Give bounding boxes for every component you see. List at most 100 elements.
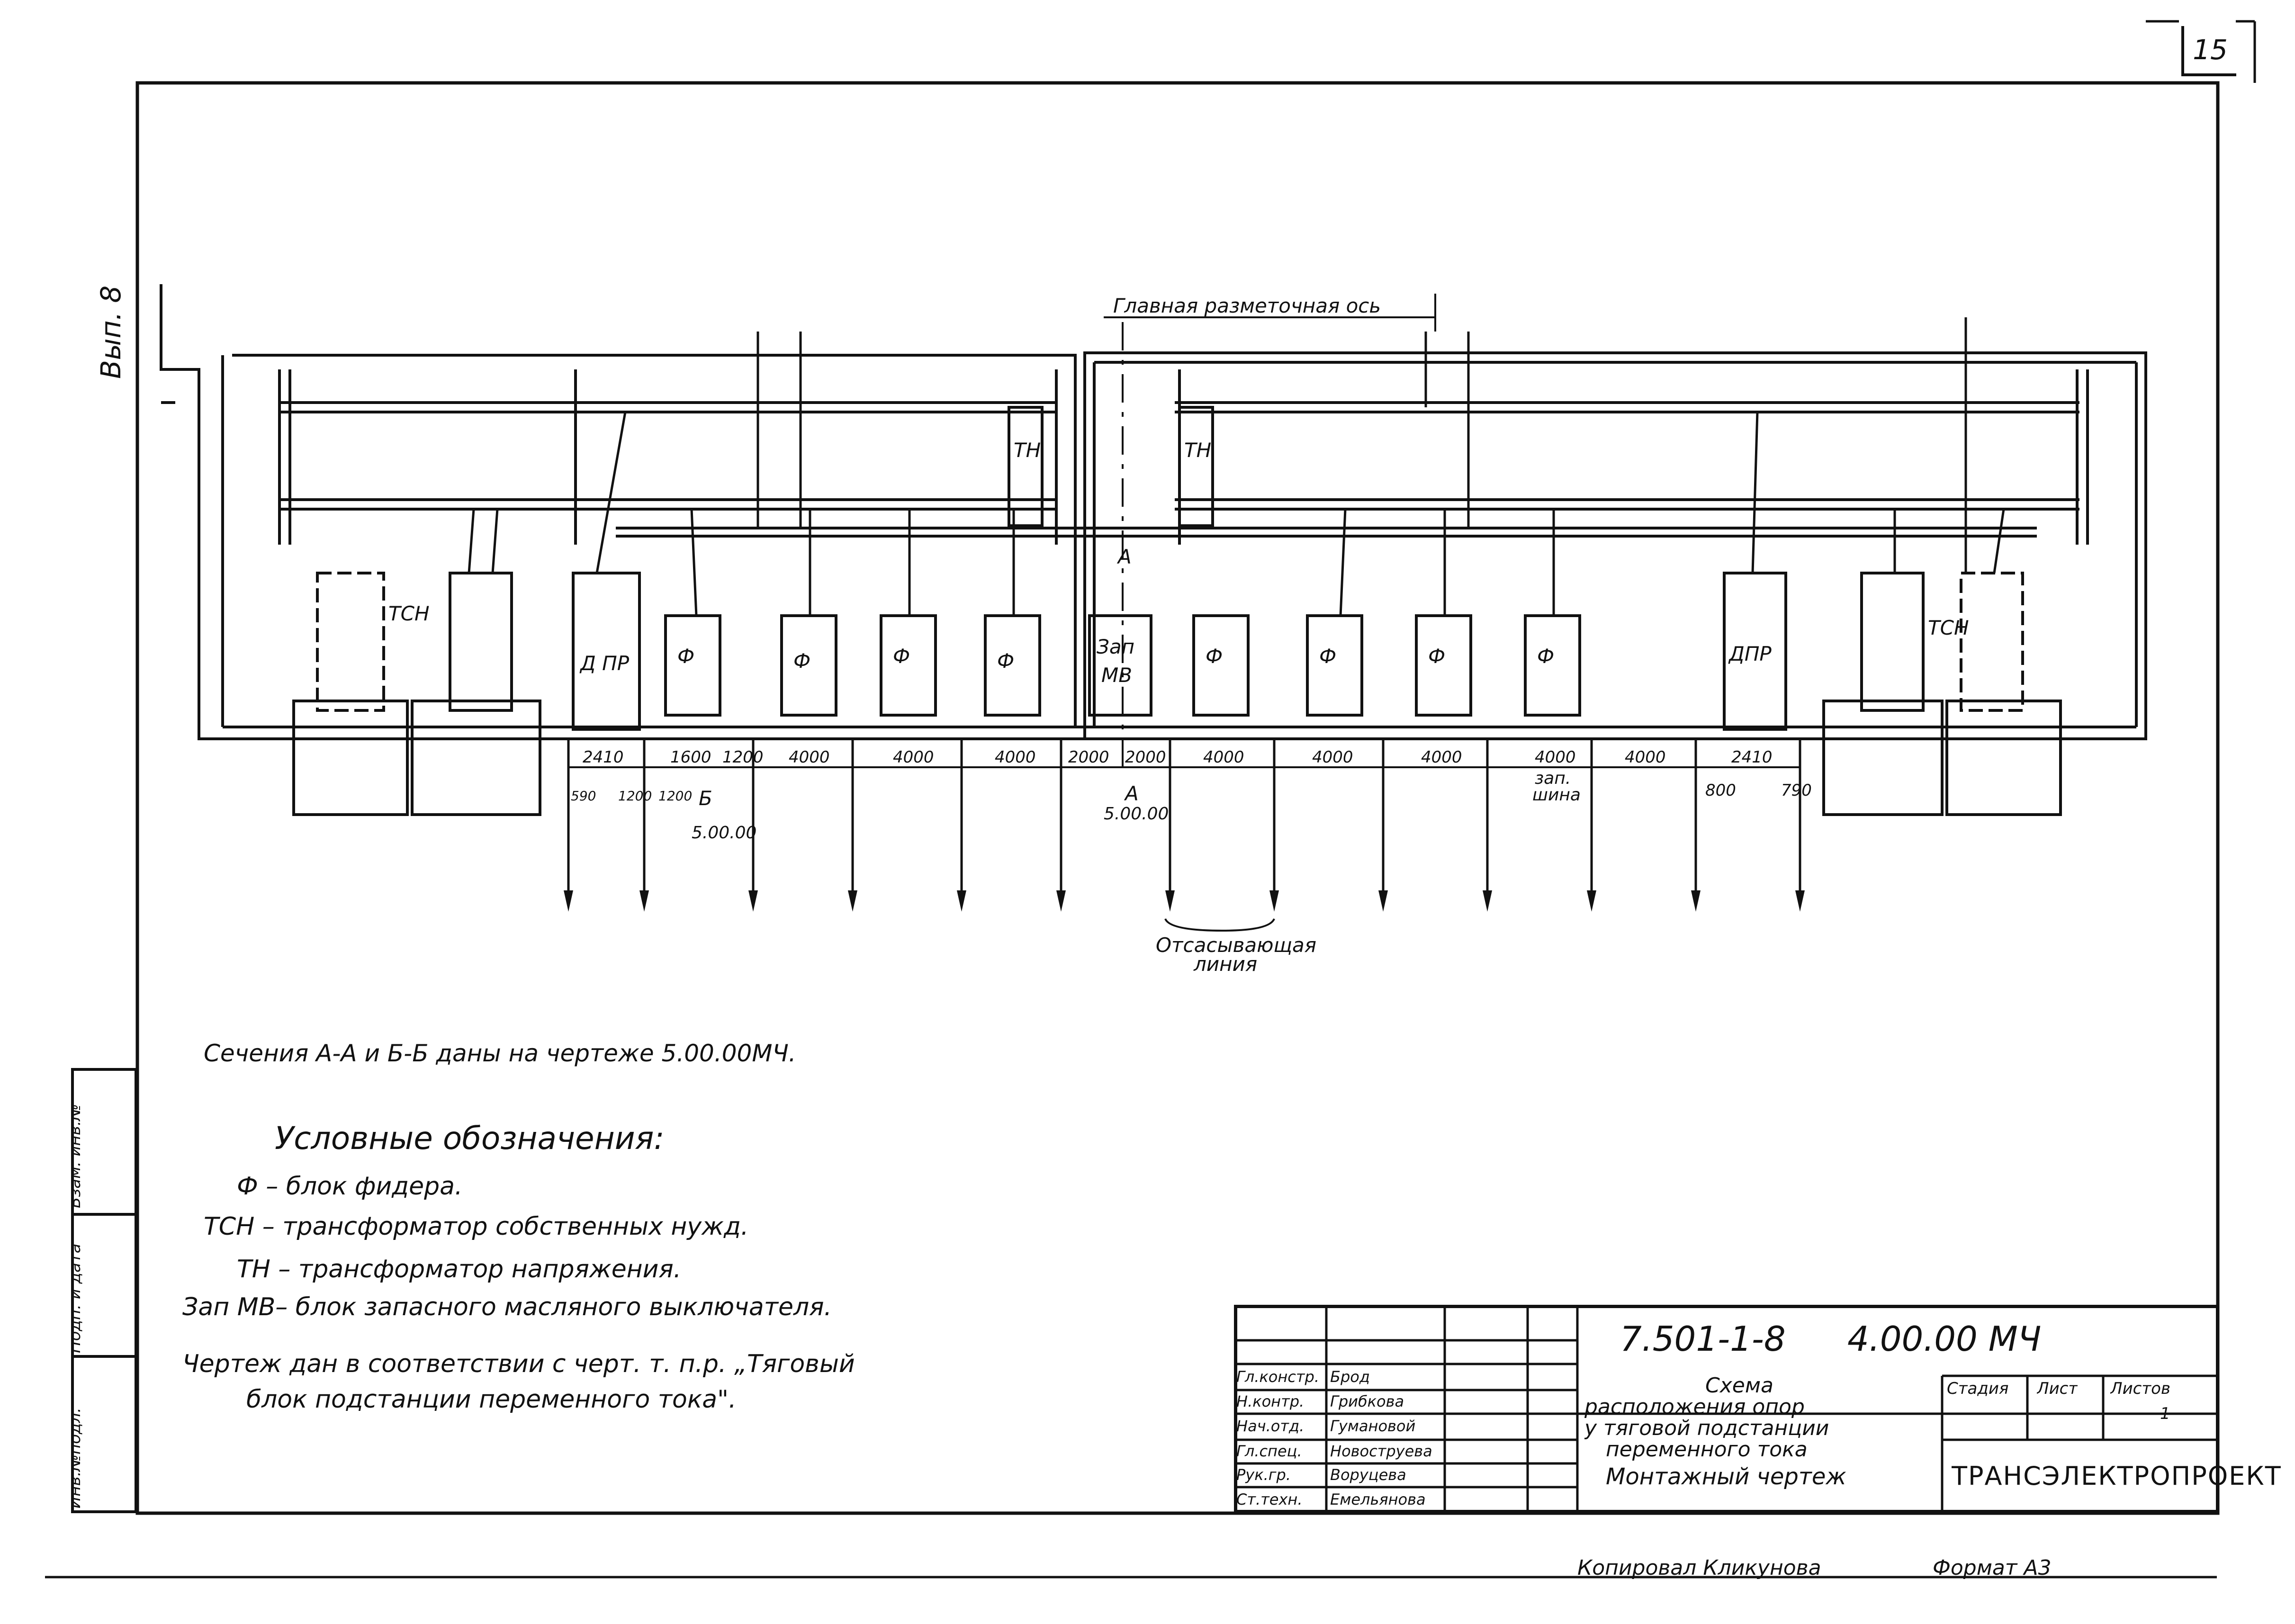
feeder-label: Ф: [1206, 645, 1223, 668]
dim-label: 4000: [995, 748, 1036, 767]
blocks: [292, 406, 2062, 816]
suction-label-2: линия: [1193, 952, 1257, 976]
tb-stage-label: Стадия: [1947, 1379, 2009, 1398]
dpr-right-block: [1723, 572, 1787, 731]
foundation-right-2: [1945, 700, 2062, 816]
drawing-note-1: Чертеж дан в соответствии с черт. т. п.р…: [182, 1350, 855, 1378]
feeder-label: Ф: [1319, 645, 1336, 668]
section-b-ref: 5.00.00: [692, 823, 756, 843]
suction-label-1: Отсасывающая: [1156, 933, 1316, 957]
tb-title-line: Монтажный чертеж: [1606, 1463, 1846, 1490]
tb-signer-role: Нач.отд.: [1236, 1417, 1305, 1435]
tsn-block-right: [1860, 572, 1925, 712]
dim-label: 4000: [893, 748, 934, 767]
feeder-block: [664, 614, 721, 717]
axis-label: Главная разметочная ось: [1113, 294, 1381, 317]
tb-sheet-label: Лист: [2037, 1379, 2078, 1398]
tn-stand-right: [1178, 406, 1214, 527]
tsn-label-right: ТСН: [1928, 616, 1969, 639]
tb-signer-role: Гл.спец.: [1236, 1442, 1302, 1460]
feeder-drops: [468, 317, 2005, 616]
feeder-block: [1306, 614, 1363, 717]
zap-mv-label-1: Зап: [1097, 635, 1134, 658]
dpr-right-label: ДПР: [1728, 642, 1772, 665]
tb-title-line: переменного тока: [1606, 1437, 1808, 1462]
feeder-label: Ф: [893, 645, 910, 668]
tn-label-right: ТН: [1184, 439, 1211, 462]
tb-sheets-value: 1: [2160, 1404, 2170, 1423]
tb-title-line: Схема: [1705, 1373, 1773, 1398]
dpr-left-block: [572, 572, 641, 731]
foundation-right-1: [1822, 700, 1944, 816]
side-cell: Взам. инв.№: [74, 1071, 135, 1213]
tb-title-line: расположения опор: [1584, 1395, 1805, 1419]
dim-label: 2000: [1068, 748, 1109, 767]
format-label: Формат А3: [1933, 1556, 2052, 1580]
dim-label: 2410: [583, 748, 624, 767]
side-cell-label: Подп. и дата: [74, 1243, 84, 1353]
feeder-label: Ф: [997, 649, 1014, 673]
tsn-label-left: ТСН: [388, 602, 430, 625]
legend-item: Ф – блок фидера.: [237, 1172, 463, 1201]
sheet-frame: [135, 81, 2220, 1515]
side-cell-label: Взам. инв.№: [74, 1104, 84, 1208]
legend-item: ТСН – трансформатор собственных нужд.: [204, 1212, 749, 1241]
subdim-label: 790: [1781, 781, 1812, 800]
tb-signer-role: Ст.техн.: [1236, 1490, 1303, 1508]
section-a-ref: 5.00.00: [1104, 804, 1169, 824]
suction-bracket: [1164, 918, 1275, 932]
dim-label: 4000: [1203, 748, 1244, 767]
tb-code: 7.501-1-8: [1620, 1319, 1786, 1359]
zap-mv-label-2: МВ: [1101, 664, 1132, 687]
zap-mv-block: [1088, 614, 1152, 717]
tb-signer-role: Гл.констр.: [1236, 1368, 1319, 1386]
dim-label: 4000: [1625, 748, 1666, 767]
tb-signer-name: Брод: [1330, 1368, 1370, 1386]
side-cell: Подп. и дата: [74, 1213, 135, 1358]
section-a-mark: А: [1116, 545, 1132, 568]
feeder-label: Ф: [793, 649, 810, 673]
dim-label: 4000: [1421, 748, 1462, 767]
diagram-labels: Главная разметочная ось Отсасывающая лин…: [388, 294, 1969, 976]
title-block: [1234, 1305, 2219, 1513]
feeder-label: Ф: [677, 645, 694, 668]
sheet-number: 15: [2181, 26, 2236, 76]
legend-item: Зап МВ– блок запасного масляного выключа…: [182, 1293, 832, 1321]
sections-note: Сечения А-А и Б-Б даны на чертеже 5.00.0…: [204, 1040, 796, 1067]
tb-signer-role: Н.контр.: [1236, 1392, 1305, 1410]
tb-signer-role: Рук.гр.: [1236, 1466, 1291, 1484]
dim-label: 2410: [1731, 748, 1773, 767]
tb-signer-name: Воруцева: [1330, 1466, 1406, 1484]
dim-label: 4000: [789, 748, 830, 767]
tsn-block-left-2: [449, 572, 513, 712]
feeder-block: [1192, 614, 1250, 717]
zap-shina-label-2: шина: [1532, 785, 1581, 805]
dim-label: 1200: [722, 748, 764, 767]
tn-stand-left: [1008, 406, 1044, 527]
tb-signer-name: Гумановой: [1330, 1417, 1416, 1435]
legend-item: ТН – трансформатор напряжения.: [237, 1255, 682, 1283]
tb-org: ТРАНСЭЛЕКТРОПРОЕКТ: [1952, 1461, 2282, 1491]
foundation-left-1: [292, 700, 409, 816]
substation-outline: [160, 284, 2147, 740]
foundation-left-2: [411, 700, 541, 816]
arrowheads: [564, 890, 1805, 912]
tb-signer-name: Емельянова: [1330, 1490, 1426, 1508]
tsn-block-left: [316, 572, 385, 712]
subdim-label: 800: [1705, 781, 1736, 800]
side-stamp: Взам. инв.№ Подп. и дата Инв.№подл.: [71, 1068, 137, 1513]
tn-label-left: ТН: [1014, 439, 1041, 462]
tb-doc: 4.00.00 МЧ: [1847, 1319, 2042, 1359]
dimension-labels: 2410 1600 1200 4000 4000 4000 2000 2000 …: [571, 748, 1812, 804]
tb-signer-name: Новоструева: [1330, 1442, 1432, 1460]
subdim-label: 1200: [658, 788, 692, 804]
subdim-label: 590: [571, 788, 596, 804]
subdim-label: 1200: [618, 788, 652, 804]
zap-shina-label-1: зап.: [1535, 769, 1571, 788]
copied-by: Копировал Кликунова: [1577, 1556, 1821, 1580]
title-block-grid: [1234, 1305, 2217, 1513]
busbars: [278, 369, 2089, 545]
dim-label: 4000: [1535, 748, 1576, 767]
side-cell-label: Инв.№подл.: [74, 1408, 84, 1508]
